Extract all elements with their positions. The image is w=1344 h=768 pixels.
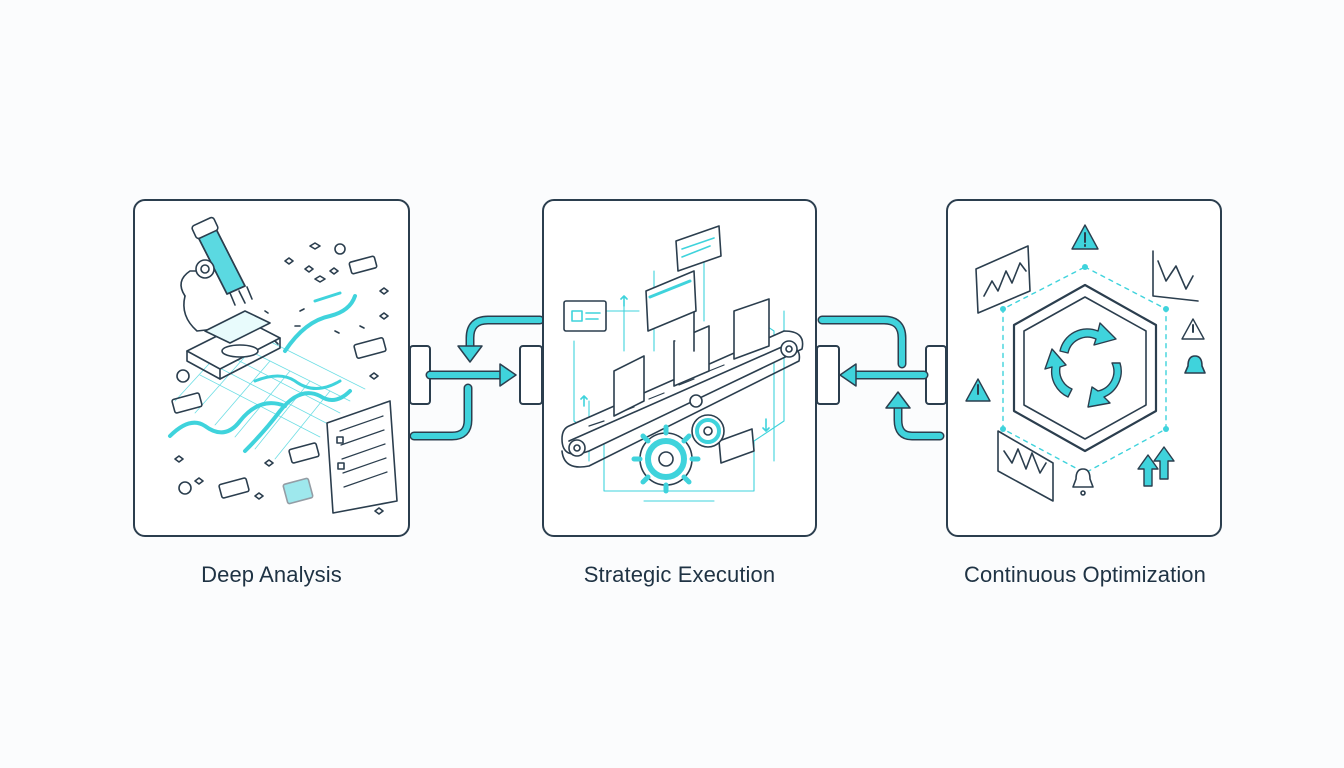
stage-label-optimization: Continuous Optimization <box>964 562 1206 587</box>
stage-panel-optimization <box>946 199 1222 537</box>
loop-line-icon <box>409 383 473 441</box>
connector-tab-2 <box>519 345 543 405</box>
backward-arrow-icon <box>839 363 929 387</box>
stage-label-execution: Strategic Execution <box>583 562 776 587</box>
microscope-data-icon <box>168 216 398 515</box>
feedback-arrow-icon <box>457 315 545 363</box>
connector-tab-4 <box>925 345 947 405</box>
cycle-hexagon-icon <box>965 224 1206 502</box>
stage-label-analysis: Deep Analysis <box>201 562 342 587</box>
stage-panel-execution <box>542 199 817 537</box>
connector-tab-3 <box>816 345 840 405</box>
conveyor-gears-icon <box>561 225 804 502</box>
up-arrow-loop-icon <box>885 391 945 441</box>
forward-arrow-icon <box>425 363 517 387</box>
stage-panel-analysis <box>133 199 410 537</box>
top-loop-icon <box>817 315 907 369</box>
